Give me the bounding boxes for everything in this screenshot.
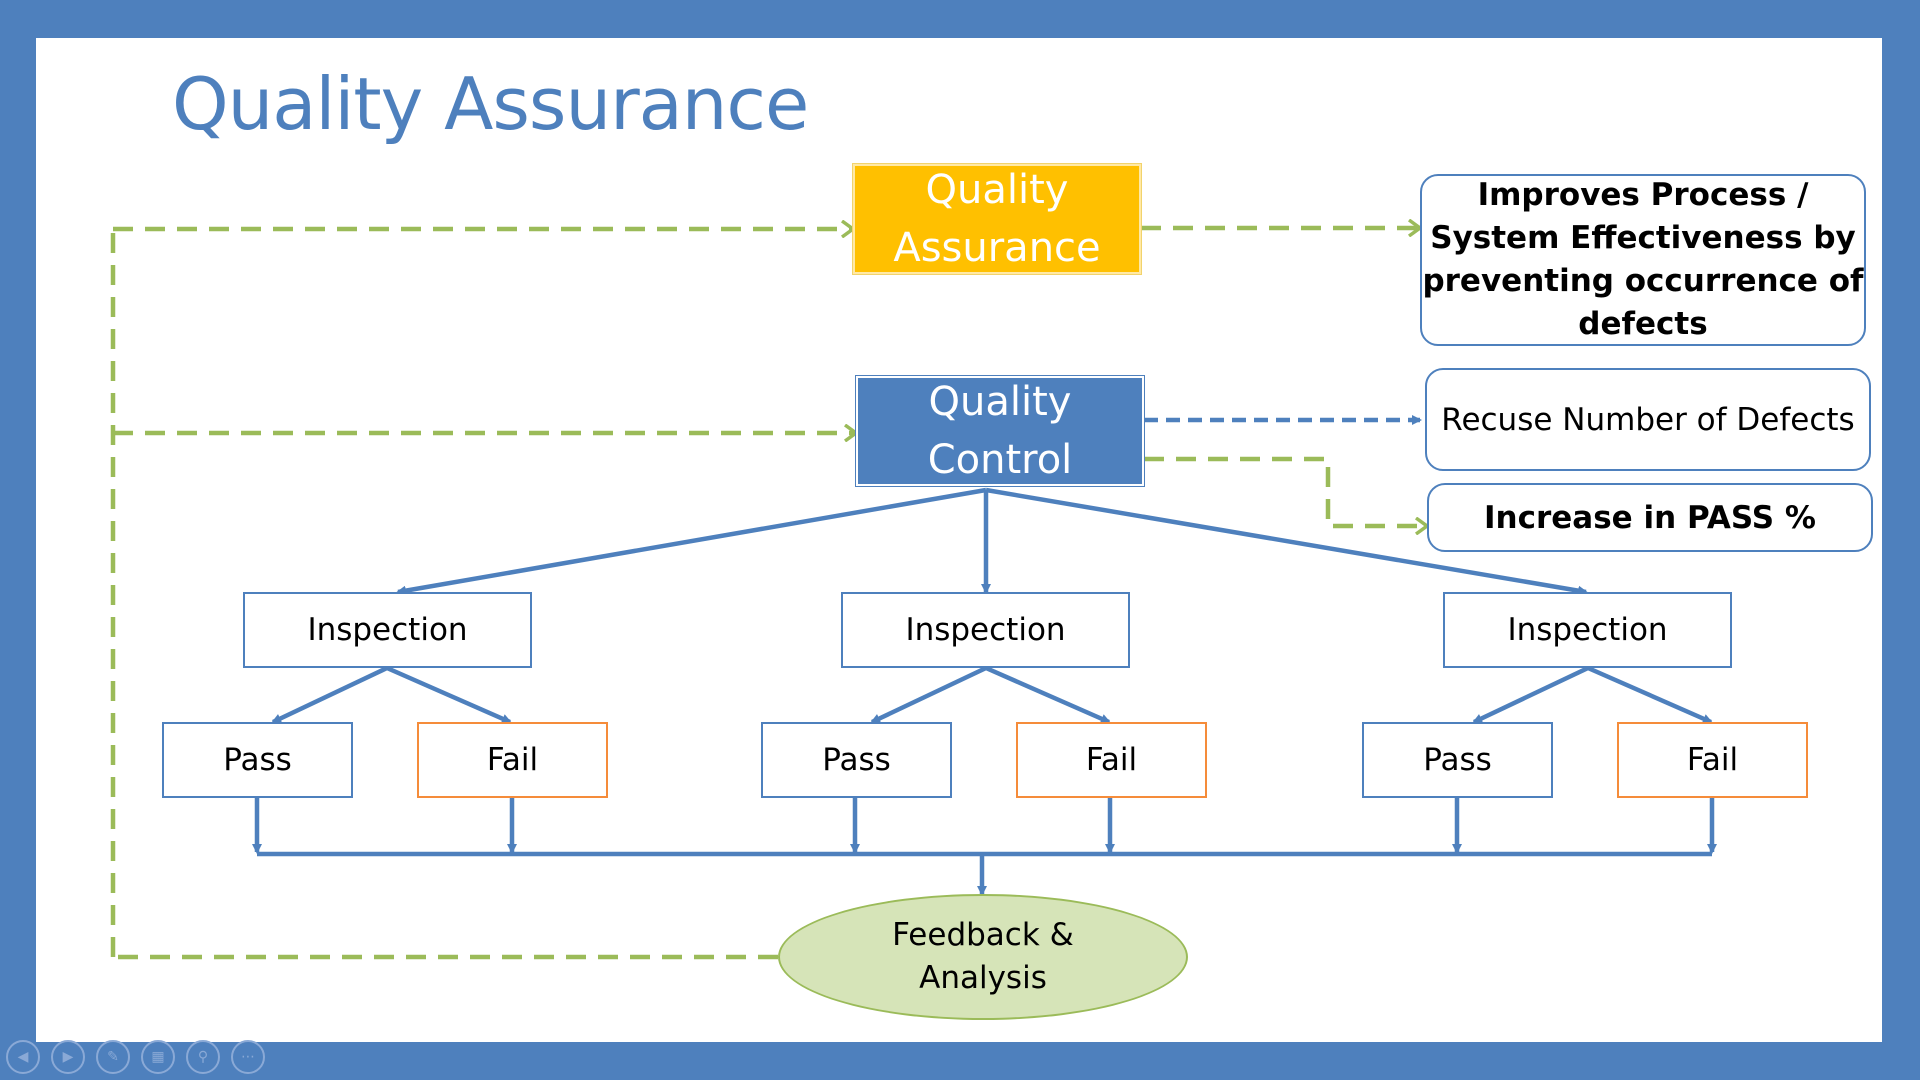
qc-box-line2: Control	[927, 437, 1073, 483]
fail-label-3: Fail	[1686, 742, 1739, 778]
improves-line1: Improves Process /	[1477, 177, 1809, 213]
previous-slide-button[interactable]: ◀	[6, 1040, 40, 1074]
slides-grid-icon: ▦	[151, 1049, 165, 1065]
quality-assurance-box: Quality Assurance	[852, 163, 1142, 275]
see-all-slides-button[interactable]: ▦	[141, 1040, 175, 1074]
qa-box-line1: Quality	[925, 167, 1069, 213]
reduce-defects-box: Recuse Number of Defects	[1425, 368, 1871, 471]
more-options-button[interactable]: ⋯	[231, 1040, 265, 1074]
next-icon: ▶	[62, 1049, 74, 1065]
pass-label-3: Pass	[1423, 742, 1492, 778]
improves-line3: preventing occurrence of	[1422, 263, 1864, 299]
pass-label-2: Pass	[822, 742, 891, 778]
pen-tool-button[interactable]: ✎	[96, 1040, 130, 1074]
fail-label-1: Fail	[486, 742, 539, 778]
pen-icon: ✎	[107, 1049, 119, 1065]
improves-process-box: Improves Process / System Effectiveness …	[1420, 174, 1866, 346]
more-options-icon: ⋯	[241, 1049, 255, 1065]
increase-pass-label: Increase in PASS %	[1484, 499, 1816, 536]
improves-line2: System Effectiveness by	[1430, 220, 1856, 256]
slideshow-nav-bar: ◀ ▶ ✎ ▦ ⚲ ⋯	[6, 1040, 265, 1074]
zoom-icon: ⚲	[197, 1049, 209, 1065]
previous-icon: ◀	[17, 1049, 29, 1065]
pass-box-1: Pass	[162, 722, 353, 798]
reduce-defects-label: Recuse Number of Defects	[1441, 401, 1855, 438]
feedback-analysis-ellipse: Feedback & Analysis	[778, 894, 1188, 1020]
inspection-box-1: Inspection	[243, 592, 532, 668]
feedback-line2: Analysis	[919, 960, 1047, 996]
zoom-button[interactable]: ⚲	[186, 1040, 220, 1074]
improves-line4: defects	[1578, 306, 1708, 342]
slide-title: Quality Assurance	[172, 62, 809, 146]
qa-box-line2: Assurance	[893, 225, 1101, 271]
pass-box-3: Pass	[1362, 722, 1553, 798]
inspection-label-3: Inspection	[1507, 612, 1668, 648]
pass-box-2: Pass	[761, 722, 952, 798]
inspection-box-2: Inspection	[841, 592, 1130, 668]
feedback-line1: Feedback &	[892, 917, 1074, 953]
increase-pass-box: Increase in PASS %	[1427, 483, 1873, 552]
fail-box-1: Fail	[417, 722, 608, 798]
inspection-box-3: Inspection	[1443, 592, 1732, 668]
quality-control-box: Quality Control	[855, 375, 1145, 487]
inspection-label-2: Inspection	[905, 612, 1066, 648]
fail-label-2: Fail	[1085, 742, 1138, 778]
fail-box-2: Fail	[1016, 722, 1207, 798]
pass-label-1: Pass	[223, 742, 292, 778]
fail-box-3: Fail	[1617, 722, 1808, 798]
next-slide-button[interactable]: ▶	[51, 1040, 85, 1074]
qc-box-line1: Quality	[928, 379, 1072, 425]
inspection-label-1: Inspection	[307, 612, 468, 648]
